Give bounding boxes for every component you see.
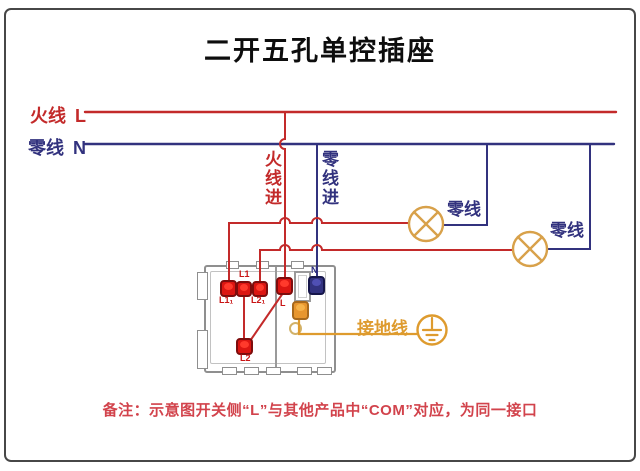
plate-tab [291, 261, 304, 269]
plate-tab [256, 261, 269, 269]
plate-tab [222, 367, 237, 375]
neutral-wire-label: 零线 N [28, 134, 86, 160]
diagram-title: 二开五孔单控插座 [204, 36, 436, 66]
plate-tab [266, 367, 281, 375]
live-wire-label: 火线 L [30, 102, 86, 128]
page-border [4, 8, 636, 462]
terminal-label-l2: L2 [240, 353, 251, 363]
ground-screw-icon [289, 322, 302, 335]
terminal-n [308, 276, 325, 295]
live-in-label: 火线进 [262, 150, 281, 207]
live-wire-letter: L [75, 106, 86, 126]
terminal-label-l-com: L [280, 298, 286, 308]
neutral-wire-name: 零线 [28, 138, 64, 158]
terminal-label-n: N [311, 265, 318, 275]
plate-tab [226, 261, 239, 269]
lamp1-neutral-label: 零线 [447, 200, 481, 219]
neutral-in-label: 零线进 [319, 150, 338, 207]
terminal-l2-out [252, 281, 268, 297]
terminal-ground [292, 301, 309, 320]
terminal-l1 [236, 281, 252, 297]
terminal-label-l2-out: L2₁ [251, 295, 266, 305]
plate-tab [244, 367, 259, 375]
plate-tab [297, 367, 312, 375]
neutral-wire-letter: N [73, 138, 86, 158]
ground-wire-label: 接地线 [357, 319, 408, 338]
footnote: 备注：示意图开关侧“L”与其他产品中“COM”对应，为同一接口 [102, 402, 538, 419]
plate-tab [197, 330, 208, 369]
terminal-label-l1-out: L1₁ [219, 295, 234, 305]
terminal-l2 [236, 338, 253, 355]
live-wire-name: 火线 [30, 106, 66, 126]
lamp2-neutral-label: 零线 [550, 221, 584, 240]
terminal-label-l1: L1 [239, 269, 250, 279]
plate-tab [317, 367, 332, 375]
terminal-l-com [276, 277, 293, 295]
plate-tab [197, 272, 208, 300]
